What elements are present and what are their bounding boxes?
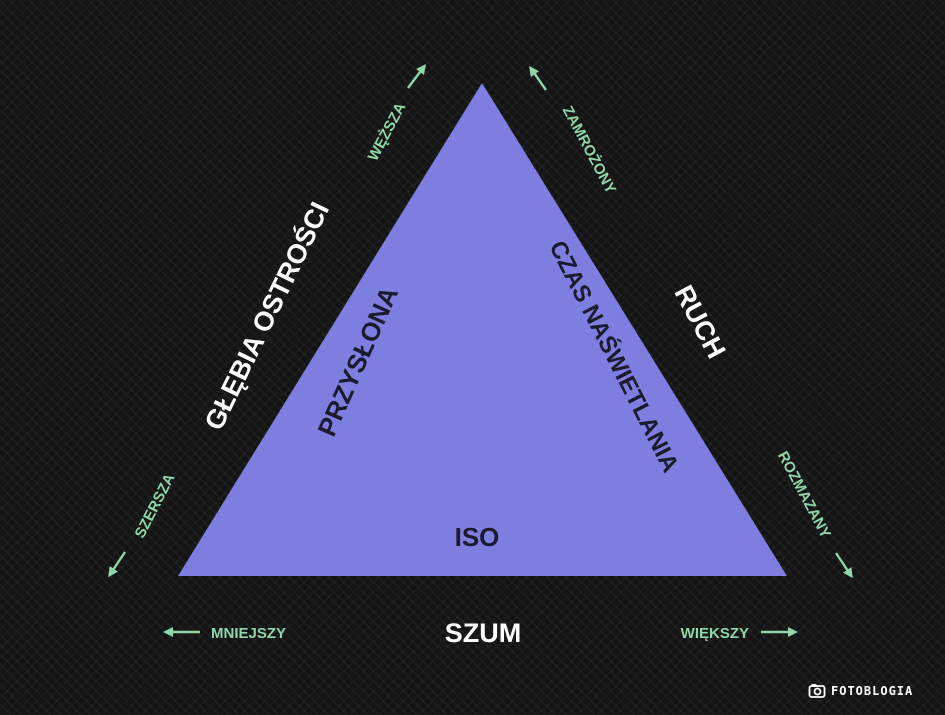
brand-logo: FOTOBLOGIA [808, 680, 913, 702]
narrower-label: WĘŻSZA [365, 100, 410, 164]
motion-title: RUCH [668, 280, 731, 363]
camera-icon [808, 684, 826, 698]
exposure-triangle [178, 83, 787, 576]
larger-label: WIĘKSZY [681, 625, 749, 642]
arrow-up-left [529, 65, 547, 91]
smaller-label: MNIEJSZY [211, 625, 286, 642]
arrow-down-left [108, 551, 126, 578]
noise-title: SZUM [445, 618, 522, 648]
wider-label: SZERSZA [132, 471, 179, 541]
brand-name: FOTOBLOGIA [831, 684, 914, 698]
iso-label: ISO [455, 522, 500, 552]
frozen-label: ZAMROŻONY [559, 103, 619, 196]
arrow-down-right [835, 552, 853, 579]
arrow-up-right [407, 63, 427, 89]
blurred-label: ROZMAZANY [774, 449, 834, 542]
